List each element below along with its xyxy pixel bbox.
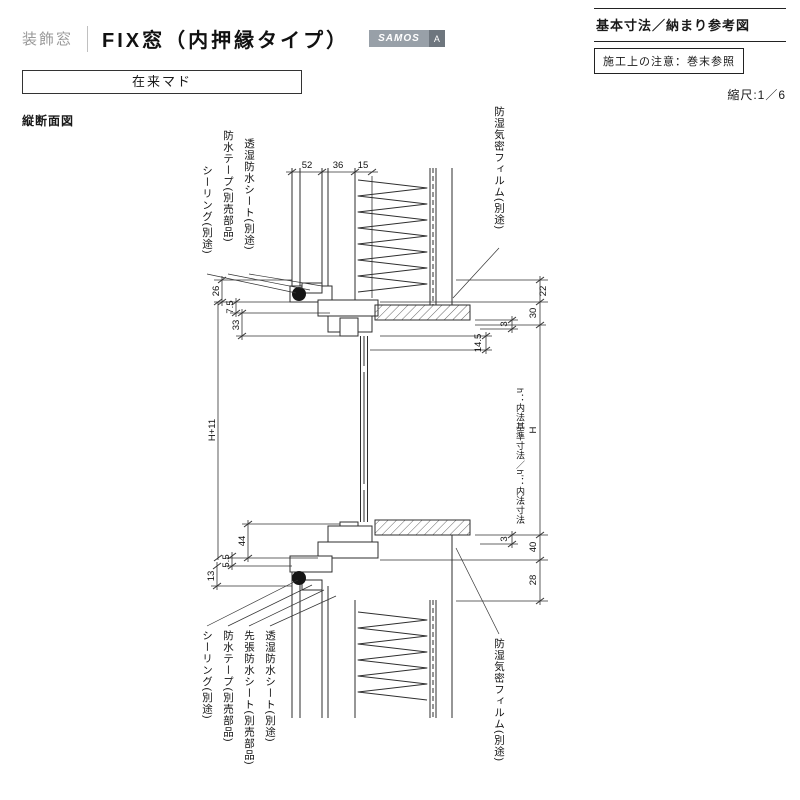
setting-block-upper xyxy=(361,366,367,372)
reference-title: 基本寸法／納まり参考図 xyxy=(594,8,786,42)
dim-44: 44 xyxy=(237,536,248,547)
scale-label: 縮尺:1／6 xyxy=(727,88,786,102)
view-label: 縦断面図 xyxy=(22,114,75,128)
note-pre-applied-sheet-bottom: 先張防水シート(別売部品) xyxy=(243,630,255,766)
product-badge: SAMOS A xyxy=(369,30,445,47)
note-vapor-film-top: 防湿気密フィルム(別途) xyxy=(493,106,505,230)
setting-block-lower xyxy=(361,484,367,490)
leader-lines xyxy=(206,247,500,635)
grade-badge: A xyxy=(428,30,445,47)
dim-13: 13 xyxy=(206,571,217,582)
note-waterproof-tape-bottom: 防水テープ(別売部品) xyxy=(222,630,234,743)
header-divider xyxy=(87,25,89,52)
brand-badge: SAMOS xyxy=(369,30,429,47)
dimension-labels: 52 36 15 26 7.5 33 H+11 44 5.5 13 22 30 … xyxy=(206,160,549,585)
dim-top-15: 15 xyxy=(358,160,369,171)
note-breathable-sheet-top: 透湿防水シート(別途) xyxy=(243,138,255,251)
note-sealing-bottom: シーリング(別途) xyxy=(201,630,213,720)
wall-section-top xyxy=(291,168,453,305)
window-head-frame xyxy=(289,282,379,337)
dim-33: 33 xyxy=(231,320,242,331)
note-sealing-top: シーリング(別途) xyxy=(201,165,213,255)
sealant-bottom xyxy=(292,571,306,585)
dim-3-top: 3 xyxy=(499,321,510,326)
dim-26: 26 xyxy=(211,286,222,297)
dim-40: 40 xyxy=(528,542,539,553)
dim-h-plus-11: H+11 xyxy=(207,419,218,441)
dim-top-52: 52 xyxy=(302,160,313,171)
window-type-box: 在来マド xyxy=(22,70,302,94)
dim-5-5: 5.5 xyxy=(221,554,232,567)
dim-top-36: 36 xyxy=(333,160,344,171)
dim-3-bottom: 3 xyxy=(499,536,510,541)
dim-30: 30 xyxy=(528,308,539,319)
insulation-bottom xyxy=(357,611,428,701)
header-left: 装飾窓 FIX窓（内押縁タイプ） SAMOS A xyxy=(22,24,445,53)
dim-h: H xyxy=(528,426,539,433)
dim-14-5: 14.5 xyxy=(473,334,484,353)
dimensions xyxy=(211,168,548,605)
note-inner-dimension: h：内法基準寸法／h'：内法寸法 xyxy=(515,388,525,525)
sill-casing-board xyxy=(374,519,471,536)
note-breathable-sheet-bottom: 透湿防水シート(別途) xyxy=(264,630,276,743)
insulation-top xyxy=(357,179,428,293)
note-waterproof-tape-top: 防水テープ(別売部品) xyxy=(222,130,234,243)
dim-28: 28 xyxy=(528,575,539,586)
construction-note: 施工上の注意：巻末参照 xyxy=(594,48,744,74)
dim-7-5: 7.5 xyxy=(225,300,236,313)
note-vapor-film-bottom: 防湿気密フィルム(別途) xyxy=(493,638,505,762)
page-title: FIX窓（内押縁タイプ） xyxy=(102,30,350,52)
glass-pane xyxy=(360,336,368,522)
dim-22: 22 xyxy=(538,286,549,297)
window-sill-frame xyxy=(289,521,379,591)
head-casing-board xyxy=(374,304,471,321)
wall-section-bottom xyxy=(291,535,453,718)
header-right: 基本寸法／納まり参考図 施工上の注意：巻末参照 縮尺:1／6 xyxy=(594,8,786,103)
sealant-top xyxy=(292,287,306,301)
category-label: 装飾窓 xyxy=(22,31,74,48)
